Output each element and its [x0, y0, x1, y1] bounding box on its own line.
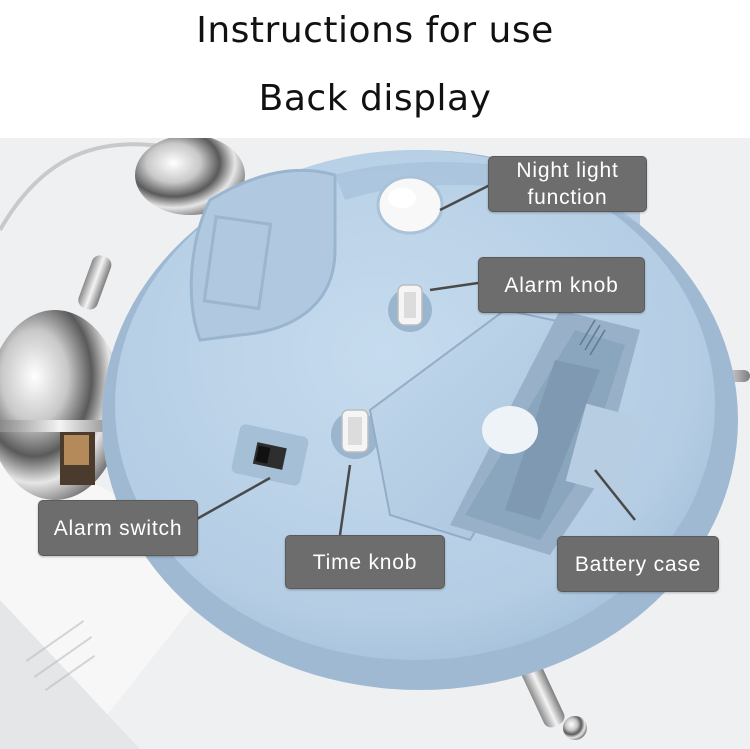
clock-back-photo	[0, 138, 750, 749]
time-knob-label: Time knob	[285, 535, 445, 589]
night-light-function-label: Night light function	[488, 156, 647, 212]
alarm-knob-label: Alarm knob	[478, 257, 645, 313]
night-light-label-line1: Night light	[516, 159, 619, 182]
night-light-label-line2: function	[527, 186, 608, 209]
page-title: Instructions for use	[196, 10, 554, 51]
battery-case-label: Battery case	[557, 536, 719, 592]
page-subtitle: Back display	[258, 78, 492, 119]
alarm-switch-label: Alarm switch	[38, 500, 198, 556]
